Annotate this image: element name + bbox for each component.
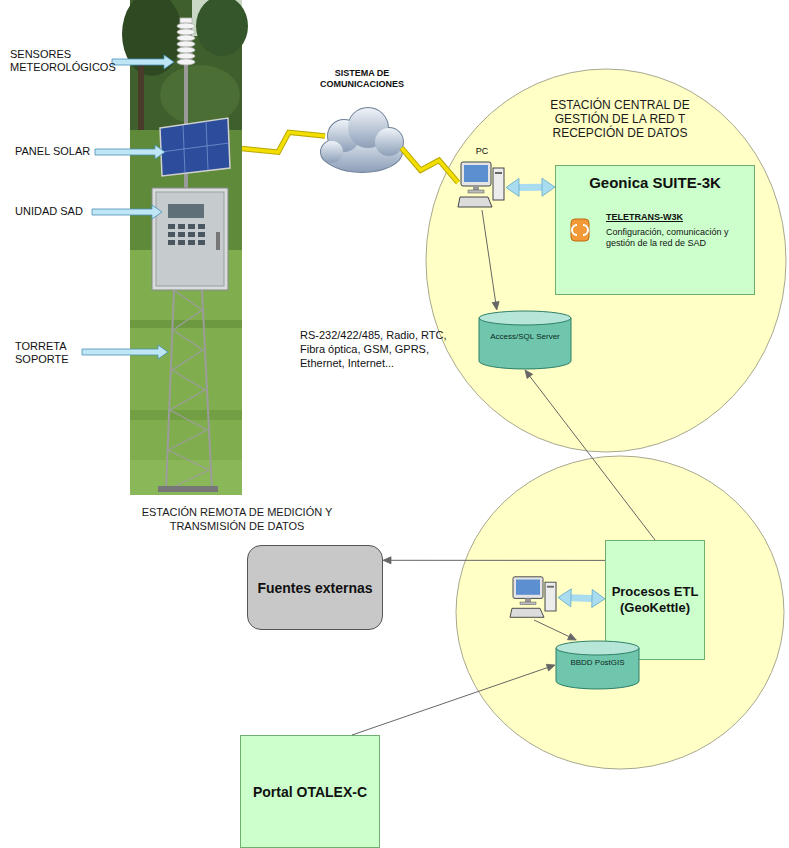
module-description: Configuración, comunicación y gestión de… bbox=[564, 227, 746, 249]
box-title: Procesos ETL (GeoKettle) bbox=[610, 584, 700, 616]
station-caption: ESTACIÓN REMOTA DE MEDICIÓN Y TRANSMISIÓ… bbox=[135, 505, 340, 533]
remote-station: ESTACIÓN REMOTA DE MEDICIÓN Y TRANSMISIÓ… bbox=[130, 0, 242, 495]
connector-line bbox=[570, 594, 593, 602]
connector-line bbox=[518, 184, 543, 191]
circle-title: ESTACIÓN CENTRAL DE GESTIÓN DE LA RED T … bbox=[545, 98, 695, 140]
etl-station-circle: Procesos ETL (GeoKettle) BBDD PostGIS bbox=[455, 455, 785, 770]
database-cylinder: BBDD PostGIS bbox=[555, 640, 640, 690]
database-label: BBDD PostGIS bbox=[570, 658, 624, 668]
radio-link bbox=[242, 132, 325, 152]
database-cylinder: Access/SQL Server bbox=[478, 310, 572, 370]
part-label: UNIDAD SAD bbox=[15, 205, 95, 218]
cloud-title: SISTEMA DE COMUNICACIONES bbox=[310, 68, 414, 90]
bolt-outline bbox=[242, 132, 325, 152]
central-station-circle: ESTACIÓN CENTRAL DE GESTIÓN DE LA RED T … bbox=[425, 68, 787, 453]
box-title: Geonica SUITE-3K bbox=[589, 174, 721, 192]
computer-icon bbox=[458, 160, 506, 210]
pc-label: PC bbox=[476, 146, 489, 157]
software-box: Geonica SUITE-3K TELETRANS-W3K Configuraci… bbox=[555, 165, 755, 295]
app-icon bbox=[570, 218, 590, 242]
part-label: SENSORES METEOROLÓGICOS bbox=[10, 48, 115, 74]
leader-arrows bbox=[82, 55, 174, 359]
portal-box: Portal OTALEX-C bbox=[240, 735, 380, 848]
protocol-list: RS-232/422/485, Radio, RTC, Fibra óptica… bbox=[300, 328, 450, 370]
connector-line bbox=[390, 560, 605, 561]
part-label: PANEL SOLAR bbox=[15, 145, 95, 158]
part-label: TORRETA SOPORTE bbox=[15, 340, 79, 366]
weather-station-photo bbox=[122, 0, 248, 495]
arrowhead bbox=[383, 557, 391, 564]
cloud-shape bbox=[318, 100, 406, 180]
module-name: TELETRANS-W3K bbox=[564, 212, 746, 223]
pc-icon: PC bbox=[458, 160, 506, 210]
connector-line bbox=[242, 132, 325, 152]
pc-icon bbox=[510, 575, 558, 620]
box-title: Fuentes externas bbox=[257, 580, 372, 596]
box-title: Portal OTALEX-C bbox=[253, 784, 367, 800]
database-label: Access/SQL Server bbox=[490, 332, 560, 342]
external-sources-box: Fuentes externas bbox=[247, 545, 383, 630]
computer-icon bbox=[510, 575, 558, 620]
comms-cloud: SISTEMA DE COMUNICACIONES bbox=[318, 100, 406, 180]
